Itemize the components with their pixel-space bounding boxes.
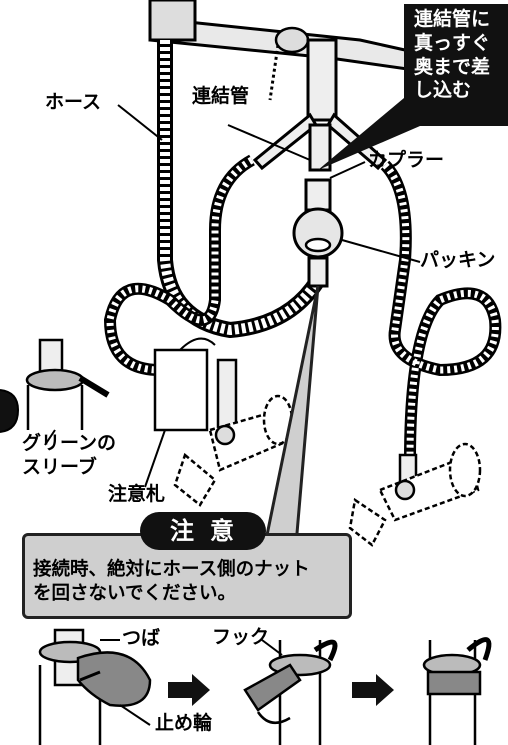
- right-supply-pipe: [380, 160, 502, 461]
- left-supply-pipe-texture: [106, 156, 254, 374]
- right-supply-pipe-texture: [382, 162, 499, 461]
- warning-tag: [153, 348, 209, 432]
- step3-illustration: [422, 637, 492, 745]
- green-sleeve-label-2: スリーブ: [22, 456, 97, 478]
- green-sleeve-inset: [0, 338, 110, 433]
- tag-label: 注意札: [108, 483, 166, 505]
- packing-label: パッキン: [420, 249, 496, 271]
- faucet-base: [148, 0, 197, 42]
- leader-lines: [44, 104, 421, 488]
- callout-line: し込む: [414, 79, 472, 102]
- caution-title: 注意: [140, 512, 266, 550]
- retaining-ring-label: 止め輪: [155, 712, 213, 734]
- callout-pointer: [318, 98, 420, 170]
- right-stop-valve: [348, 442, 482, 547]
- flange-label: つば: [122, 627, 161, 649]
- callout-line: 真っすぐ: [414, 31, 491, 54]
- caution-line: 接続時、絶対にホース側のナット: [33, 559, 310, 580]
- callout-line: 奥まで差: [414, 55, 491, 78]
- chain-anchor: [274, 26, 310, 54]
- arrow-right-icon-2: [352, 674, 394, 706]
- caution-box: 注意 接続時、絶対にホース側のナット を回さないでください。: [22, 512, 352, 619]
- callout-line: 連結管に: [414, 8, 491, 30]
- connecting-pipe: [252, 38, 388, 172]
- coupler-assembly: [292, 178, 344, 288]
- tag-string: [179, 337, 216, 351]
- hose-texture: [160, 40, 323, 336]
- step1-illustration: [38, 628, 152, 745]
- caution-line: を回さないでください。: [33, 583, 236, 605]
- green-sleeve-label-1: グリーンの: [22, 432, 117, 454]
- left-stop-valve: [173, 358, 294, 507]
- connecting-pipe-label: 連結管: [192, 85, 250, 107]
- left-supply-pipe: [103, 154, 256, 376]
- hose-label: ホース: [45, 91, 102, 113]
- arrow-right-icon: [168, 674, 210, 706]
- hose: [157, 40, 325, 339]
- step2-illustration: [243, 639, 338, 745]
- caution-text: 接続時、絶対にホース側のナット を回さないでください。: [33, 558, 310, 606]
- hook-label: フック: [212, 626, 270, 648]
- insert-instruction-callout: 連結管に 真っすぐ 奥まで差 し込む: [404, 4, 508, 126]
- coupler-label: カプラー: [368, 149, 445, 171]
